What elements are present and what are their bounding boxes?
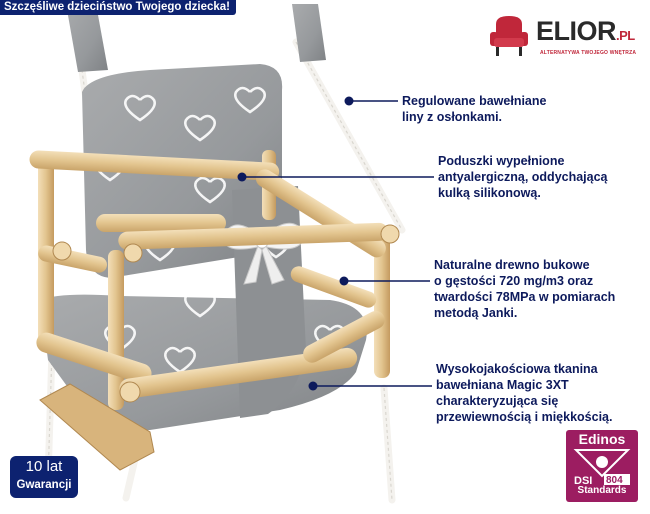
- edinos-certificate-badge: Edinos DSI 804 Standards: [566, 430, 638, 502]
- callout-ropes: Regulowane bawełniane liny z osłonkami.: [402, 94, 547, 124]
- elior-logo: ELIOR.PL ALTERNATYWA TWOJEGO WNĘTRZA: [486, 14, 646, 64]
- callout-wood: Naturalne drewno bukowe o gęstości 720 m…: [434, 258, 616, 320]
- certificate-dsi: DSI: [574, 475, 592, 486]
- warranty-years: 10 lat: [25, 458, 63, 475]
- logo-tagline: ALTERNATYWA TWOJEGO WNĘTRZA: [540, 50, 637, 56]
- logo-wordmark: ELIOR.PL: [536, 16, 635, 47]
- logo-suffix: .PL: [616, 28, 635, 43]
- certificate-brand: Edinos: [578, 431, 626, 447]
- dsi-certificate-icon: DSI 804: [573, 449, 631, 486]
- certificate-number: 804: [606, 475, 623, 486]
- certificate-standards: Standards: [577, 485, 627, 496]
- slogan-banner: Szczęśliwe dzieciństwo Twojego dziecka!: [0, 0, 237, 15]
- callout-cushions: Poduszki wypełnione antyalergiczną, oddy…: [438, 154, 608, 200]
- logo-name: ELIOR: [536, 16, 617, 46]
- warranty-badge: 10 lat Gwarancji: [10, 456, 78, 498]
- warranty-label: Gwarancji: [16, 479, 72, 491]
- callout-fabric: Wysokojakościowa tkanina bawełniana Magi…: [436, 362, 613, 424]
- armchair-icon: [490, 16, 528, 56]
